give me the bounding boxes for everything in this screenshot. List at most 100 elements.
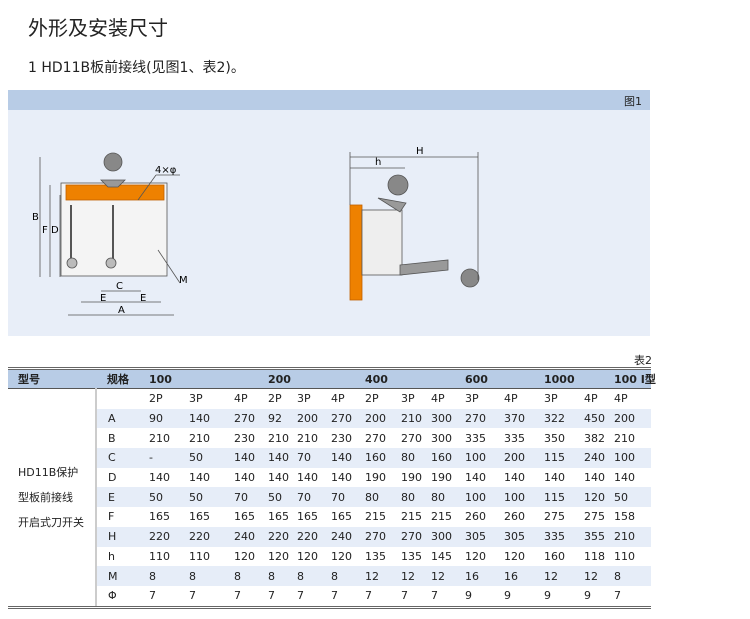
dimension-name: C: [96, 448, 146, 468]
value-cell: 7: [331, 589, 338, 603]
value-cell: 8: [146, 566, 186, 586]
value-cell: 12: [541, 566, 581, 586]
value-cell: 300: [431, 431, 452, 445]
value-cell: 270: [365, 431, 386, 445]
value-cell: 210: [268, 431, 289, 445]
value-cell: 7: [365, 589, 372, 603]
value-cell: 240: [581, 448, 611, 468]
value-cell: 140: [268, 471, 289, 485]
value-cell: 165: [189, 510, 210, 524]
pole-cell: 3P: [401, 392, 415, 406]
value-cell: 305: [462, 526, 501, 547]
header-group: 1000: [541, 368, 611, 389]
value-cell: 115: [541, 487, 581, 508]
value-cell: 70: [231, 487, 265, 508]
value-cell: 50: [265, 487, 294, 508]
value-cell: 50: [146, 487, 186, 508]
value-cell: 7: [268, 589, 275, 603]
table-label: 表2: [634, 354, 652, 367]
value-cell: 305: [501, 526, 541, 547]
model-line: 型板前接线: [18, 490, 73, 504]
value-cell: 50: [186, 448, 231, 468]
dim-label-C: C: [116, 281, 123, 292]
value-cell: 165: [234, 510, 255, 524]
value-cell: 140: [331, 471, 352, 485]
value-cell: 210: [611, 526, 651, 547]
pole-cell: 3P: [297, 392, 311, 406]
value-cell: 80: [428, 487, 462, 508]
value-cell: 165: [331, 510, 352, 524]
dim-label-F: F: [42, 225, 48, 236]
value-cell: 210: [398, 408, 428, 429]
value-cell: 275: [584, 510, 605, 524]
figure-header: 图1: [8, 90, 650, 110]
value-cell: 230: [234, 431, 255, 445]
value-cell: 260: [465, 510, 486, 524]
value-cell: 210: [297, 431, 318, 445]
figure-1: 图1 B F D C E E A M 4×φ: [8, 90, 650, 336]
dim-label-B: B: [32, 212, 39, 223]
value-cell: 120: [504, 549, 525, 563]
pole-cell: 3P: [544, 392, 558, 406]
value-cell: 80: [362, 487, 398, 508]
value-cell: 120: [297, 549, 318, 563]
value-cell: 140: [328, 448, 362, 468]
dimension-name: Φ: [108, 589, 117, 603]
value-cell: 140: [544, 471, 565, 485]
dim-label-M: M: [179, 275, 188, 286]
value-cell: 200: [501, 448, 541, 468]
front-view-drawing: [39, 152, 181, 316]
dim-label-phi: 4×φ: [155, 165, 177, 176]
value-cell: 7: [297, 589, 304, 603]
header-group: 400: [362, 368, 462, 389]
value-cell: 12: [362, 566, 398, 586]
value-cell: 165: [297, 510, 318, 524]
value-cell: 382: [584, 431, 605, 445]
value-cell: 370: [501, 408, 541, 429]
value-cell: 7: [431, 589, 438, 603]
value-cell: 7: [401, 589, 408, 603]
value-cell: 92: [265, 408, 294, 429]
value-cell: 450: [581, 408, 611, 429]
value-cell: 300: [428, 408, 462, 429]
header-group: 600: [462, 368, 541, 389]
value-cell: 165: [268, 510, 289, 524]
dim-label-A: A: [118, 305, 125, 316]
value-cell: 230: [331, 431, 352, 445]
value-cell: 200: [362, 408, 398, 429]
value-cell: 12: [428, 566, 462, 586]
dimension-table: 型号 规格 100 200 400 600 1000 100 I型 HD11B保…: [8, 367, 656, 609]
value-cell: 120: [234, 549, 255, 563]
dimension-name: B: [108, 431, 116, 445]
dim-label-D: D: [51, 225, 59, 236]
value-cell: 335: [541, 526, 581, 547]
value-cell: 16: [462, 566, 501, 586]
value-cell: 8: [265, 566, 294, 586]
value-cell: 90: [146, 408, 186, 429]
header-group: 100: [146, 368, 265, 389]
side-view-drawing: [349, 152, 480, 301]
value-cell: 215: [401, 510, 422, 524]
section-subtitle: 1 HD11B板前接线(见图1、表2)。: [28, 60, 245, 76]
model-name: HD11B保护型板前接线开启式刀开关: [8, 388, 97, 608]
model-line: 开启式刀开关: [18, 515, 84, 529]
value-cell: 140: [234, 471, 255, 485]
value-cell: 215: [431, 510, 452, 524]
value-cell: 200: [611, 408, 651, 429]
dimension-drawing: B F D C E E A M 4×φ H h: [32, 146, 480, 316]
value-cell: 275: [544, 510, 565, 524]
value-cell: 190: [431, 471, 452, 485]
value-cell: 9: [584, 589, 591, 603]
value-cell: 158: [614, 510, 635, 524]
dim-label-H: H: [416, 146, 424, 157]
table-header-row: 型号 规格 100 200 400 600 1000 100 I型: [8, 368, 656, 389]
value-cell: 12: [581, 566, 611, 586]
value-cell: 7: [234, 589, 241, 603]
value-cell: 12: [398, 566, 428, 586]
dimension-name: M: [96, 566, 146, 586]
